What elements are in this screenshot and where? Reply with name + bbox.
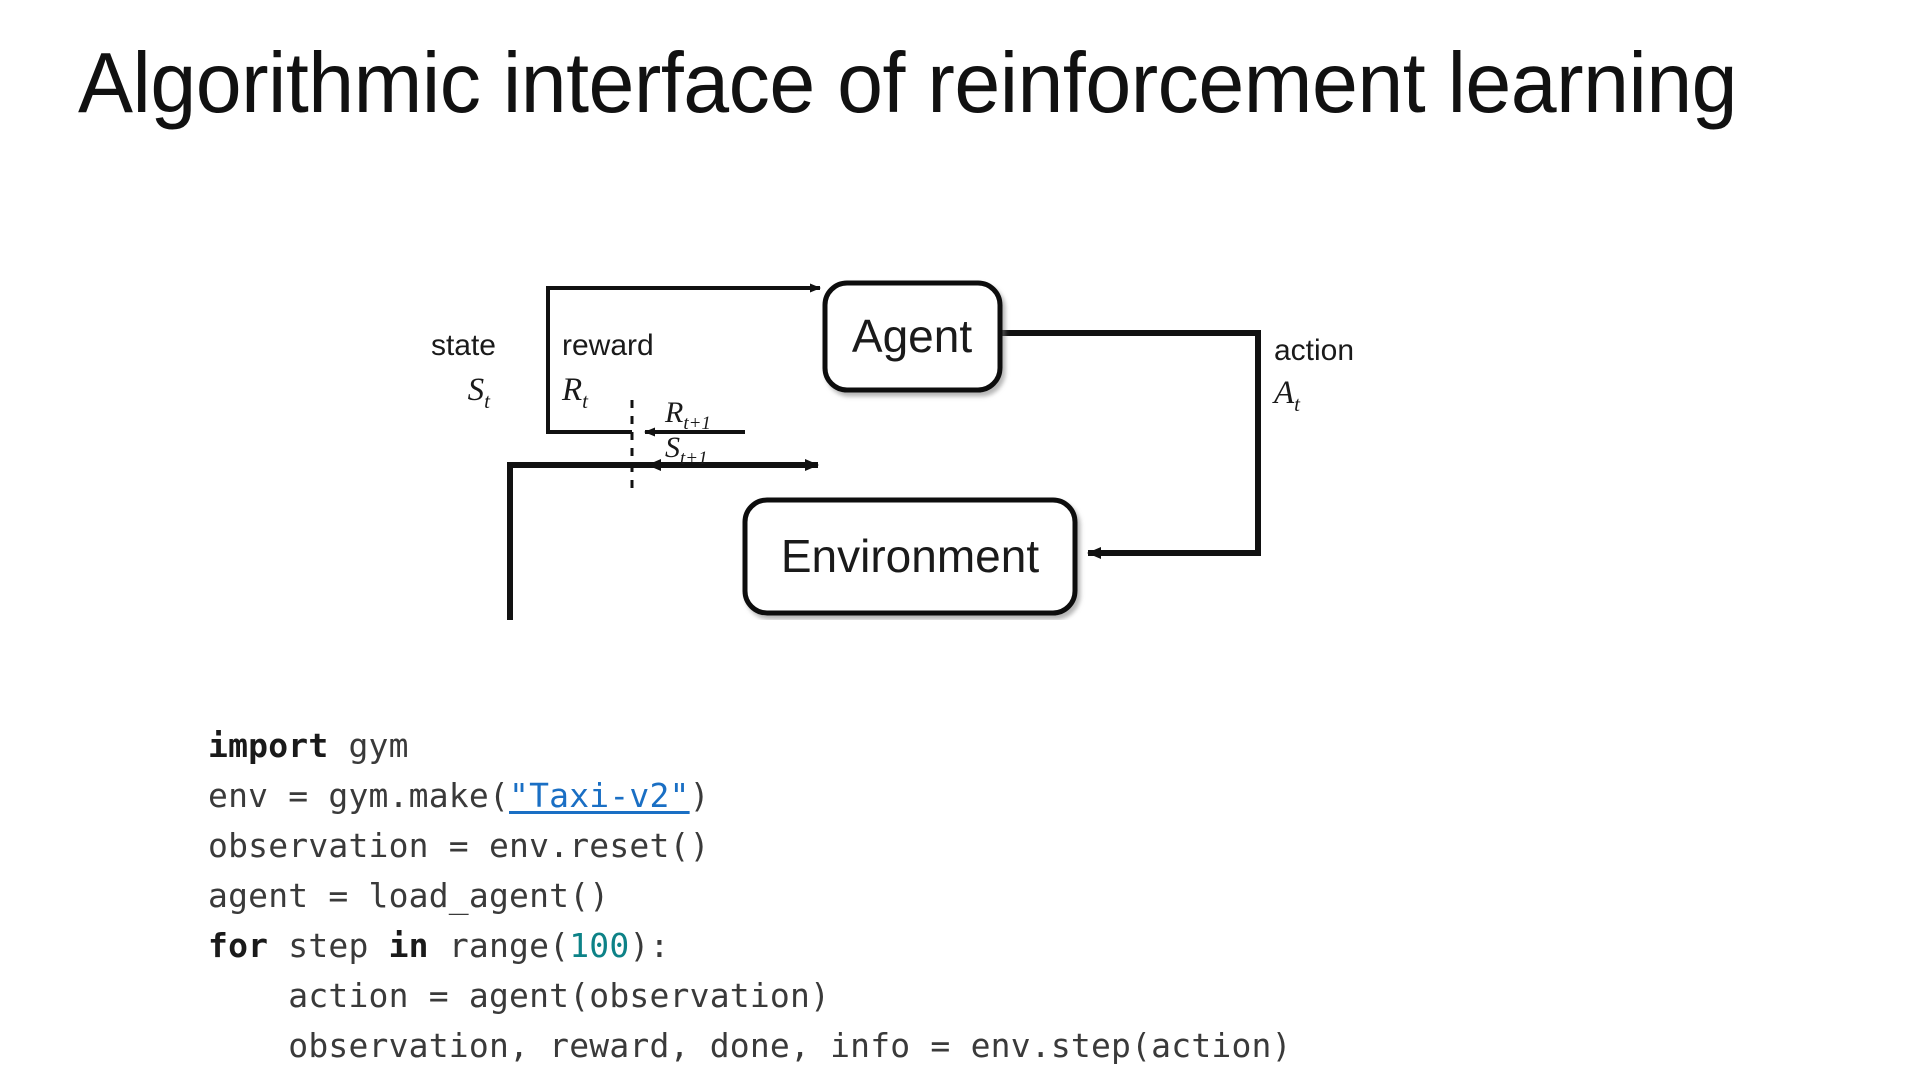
code-line: observation = env.reset() [208, 821, 1292, 871]
code-line: import gym [208, 721, 1292, 771]
code-keyword: in [388, 926, 429, 965]
code-text: range( [428, 926, 570, 965]
svg-text:St+1: St+1 [665, 431, 708, 469]
svg-text:Rt: Rt [561, 372, 589, 413]
reward-label: reward Rt [561, 329, 654, 413]
code-line: agent = load_agent() [208, 871, 1292, 921]
code-keyword: for [208, 926, 269, 965]
code-text: observation = env.reset() [208, 826, 710, 865]
code-text: action = agent(observation) [208, 976, 831, 1015]
reward-next-label: Rt+1 [664, 396, 711, 434]
environment-node-label: Environment [781, 530, 1039, 582]
svg-text:St: St [468, 372, 492, 413]
code-line: env = gym.make("Taxi-v2") [208, 771, 1292, 821]
reward-edge [546, 283, 821, 434]
code-link-taxi-v2[interactable]: "Taxi-v2" [509, 776, 690, 815]
environment-node: Environment [742, 497, 1078, 616]
code-text: ): [629, 926, 670, 965]
rl-agent-environment-diagram: Agent Environment state St reward Rt act… [0, 200, 1920, 620]
svg-text:action: action [1274, 334, 1354, 367]
code-text: agent = load_agent() [208, 876, 610, 915]
action-edge [1000, 330, 1261, 559]
code-text: ) [689, 776, 710, 815]
code-text: gym [328, 726, 409, 765]
svg-text:reward: reward [562, 329, 654, 362]
agent-node-label: Agent [852, 310, 972, 362]
state-label: state St [431, 329, 496, 413]
code-keyword: import [208, 726, 329, 765]
code-line: observation, reward, done, info = env.st… [208, 1021, 1292, 1071]
svg-text:Rt+1: Rt+1 [664, 396, 711, 434]
agent-node: Agent [822, 280, 1003, 393]
state-next-label: St+1 [665, 431, 708, 469]
code-text: step [268, 926, 389, 965]
svg-text:state: state [431, 329, 496, 362]
code-number: 100 [569, 926, 630, 965]
code-text: env = gym.make( [208, 776, 510, 815]
code-line: action = agent(observation) [208, 971, 1292, 1021]
page-title: Algorithmic interface of reinforcement l… [78, 36, 1738, 131]
svg-text:At: At [1272, 375, 1301, 416]
code-line: for step in range(100): [208, 921, 1292, 971]
code-text: observation, reward, done, info = env.st… [208, 1026, 1292, 1065]
action-label: action At [1272, 334, 1354, 416]
